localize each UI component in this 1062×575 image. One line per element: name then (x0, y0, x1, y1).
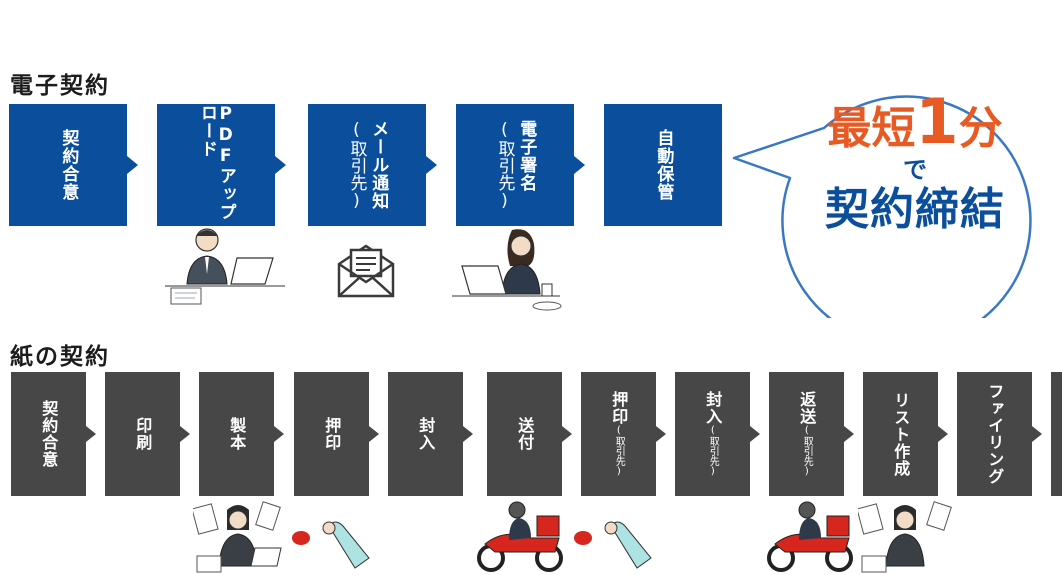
busy-office-worker-icon (193, 501, 370, 573)
p-step-filing-label: ファイリング (985, 383, 1005, 485)
e-step-auto-storage: 自動保管 (604, 104, 722, 226)
p-step-return-partner-main: 返送 (797, 391, 817, 425)
delivery-scooter-icon (767, 501, 853, 572)
flow-arrow-icon (844, 426, 854, 442)
flow-arrow-icon (274, 426, 284, 442)
flow-arrow-icon (1032, 426, 1042, 442)
e-step-agreement-label: 契約合意 (58, 129, 79, 201)
e-step-mail-notice-sub: (取引先) (346, 119, 367, 211)
flow-arrow-icon (463, 426, 473, 442)
p-step-list-create-label: リスト作成 (891, 391, 911, 477)
p-step-filing: ファイリング (957, 372, 1032, 496)
busy-office-worker-icon (858, 501, 952, 573)
p-step-return-partner-sub: (取引先) (801, 425, 813, 477)
person-at-laptop-icon (165, 228, 285, 305)
woman-at-laptop-icon (452, 229, 562, 311)
p-step-return-partner: 返送(取引先) (769, 372, 844, 496)
p-step-agreement: 契約合意 (11, 372, 86, 496)
e-step-agreement: 契約合意 (9, 104, 127, 226)
p-step-stamp-partner: 押印(取引先) (581, 372, 656, 496)
e-step-pdf-upload-label: PDFアップロード (197, 104, 236, 221)
p-step-stamp-partner-label: 押印(取引先) (609, 391, 629, 477)
bubble-headline: 最短1分 (790, 91, 1040, 157)
p-step-send: 送付 (487, 372, 562, 496)
p-step-enclose: 封入 (388, 372, 463, 496)
p-step-enclose-partner-main: 封入 (703, 391, 723, 425)
p-step-return-partner-label: 返送(取引先) (797, 391, 817, 477)
bubble-particle: で (903, 156, 927, 184)
p-step-print: 印刷 (105, 372, 180, 496)
electronic-contract-title: 電子契約 (10, 73, 110, 99)
p-step-print-label: 印刷 (133, 417, 153, 451)
bubble-number: 1 (915, 85, 959, 158)
p-step-stamp-partner-main: 押印 (609, 391, 629, 425)
p-step-binding-label: 製本 (227, 417, 247, 451)
paper-contract-title: 紙の契約 (10, 344, 110, 370)
e-step-mail-notice: メール通知 (取引先) (308, 104, 426, 226)
flow-arrow-icon (426, 156, 437, 174)
bubble-conclusion: 契約締結 (825, 184, 1005, 235)
p-step-enclose-partner: 封入(取引先) (675, 372, 750, 496)
flow-arrow-icon (656, 426, 666, 442)
flow-arrow-icon (938, 426, 948, 442)
p-step-stamp-partner-sub: (取引先) (613, 425, 625, 477)
p-step-next-partial (1051, 372, 1062, 496)
speech-bubble (732, 95, 1032, 318)
p-step-binding: 製本 (199, 372, 274, 496)
e-step-pdf-upload: PDFアップロード (157, 104, 275, 226)
p-step-stamp-label: 押印 (322, 417, 342, 451)
flow-arrow-icon (127, 156, 138, 174)
e-step-e-signature: 電子署名 (取引先) (456, 104, 574, 226)
e-step-e-signature-sub: (取引先) (494, 119, 515, 211)
speech-bubble-text: 最短1分 で 契約締結 (790, 91, 1040, 237)
p-step-list-create: リスト作成 (863, 372, 938, 496)
flow-arrow-icon (562, 426, 572, 442)
flow-arrow-icon (180, 426, 190, 442)
envelope-icon (337, 244, 395, 298)
flow-arrow-icon (86, 426, 96, 442)
delivery-scooter-icon (477, 501, 652, 572)
p-step-stamp: 押印 (294, 372, 369, 496)
p-step-send-label: 送付 (515, 417, 535, 451)
bubble-prefix: 最短 (827, 103, 916, 154)
flow-arrow-icon (275, 156, 286, 174)
flow-arrow-icon (750, 426, 760, 442)
flow-arrow-icon (574, 156, 585, 174)
p-step-enclose-partner-sub: (取引先) (707, 425, 719, 477)
e-step-auto-storage-label: 自動保管 (653, 129, 674, 201)
e-step-mail-notice-label: メール通知 (368, 119, 389, 210)
flow-arrow-icon (369, 426, 379, 442)
p-step-agreement-label: 契約合意 (39, 400, 59, 468)
p-step-enclose-partner-label: 封入(取引先) (703, 391, 723, 477)
bubble-unit: 分 (958, 103, 1003, 154)
p-step-enclose-label: 封入 (416, 417, 436, 451)
e-step-e-signature-label: 電子署名 (516, 119, 537, 192)
